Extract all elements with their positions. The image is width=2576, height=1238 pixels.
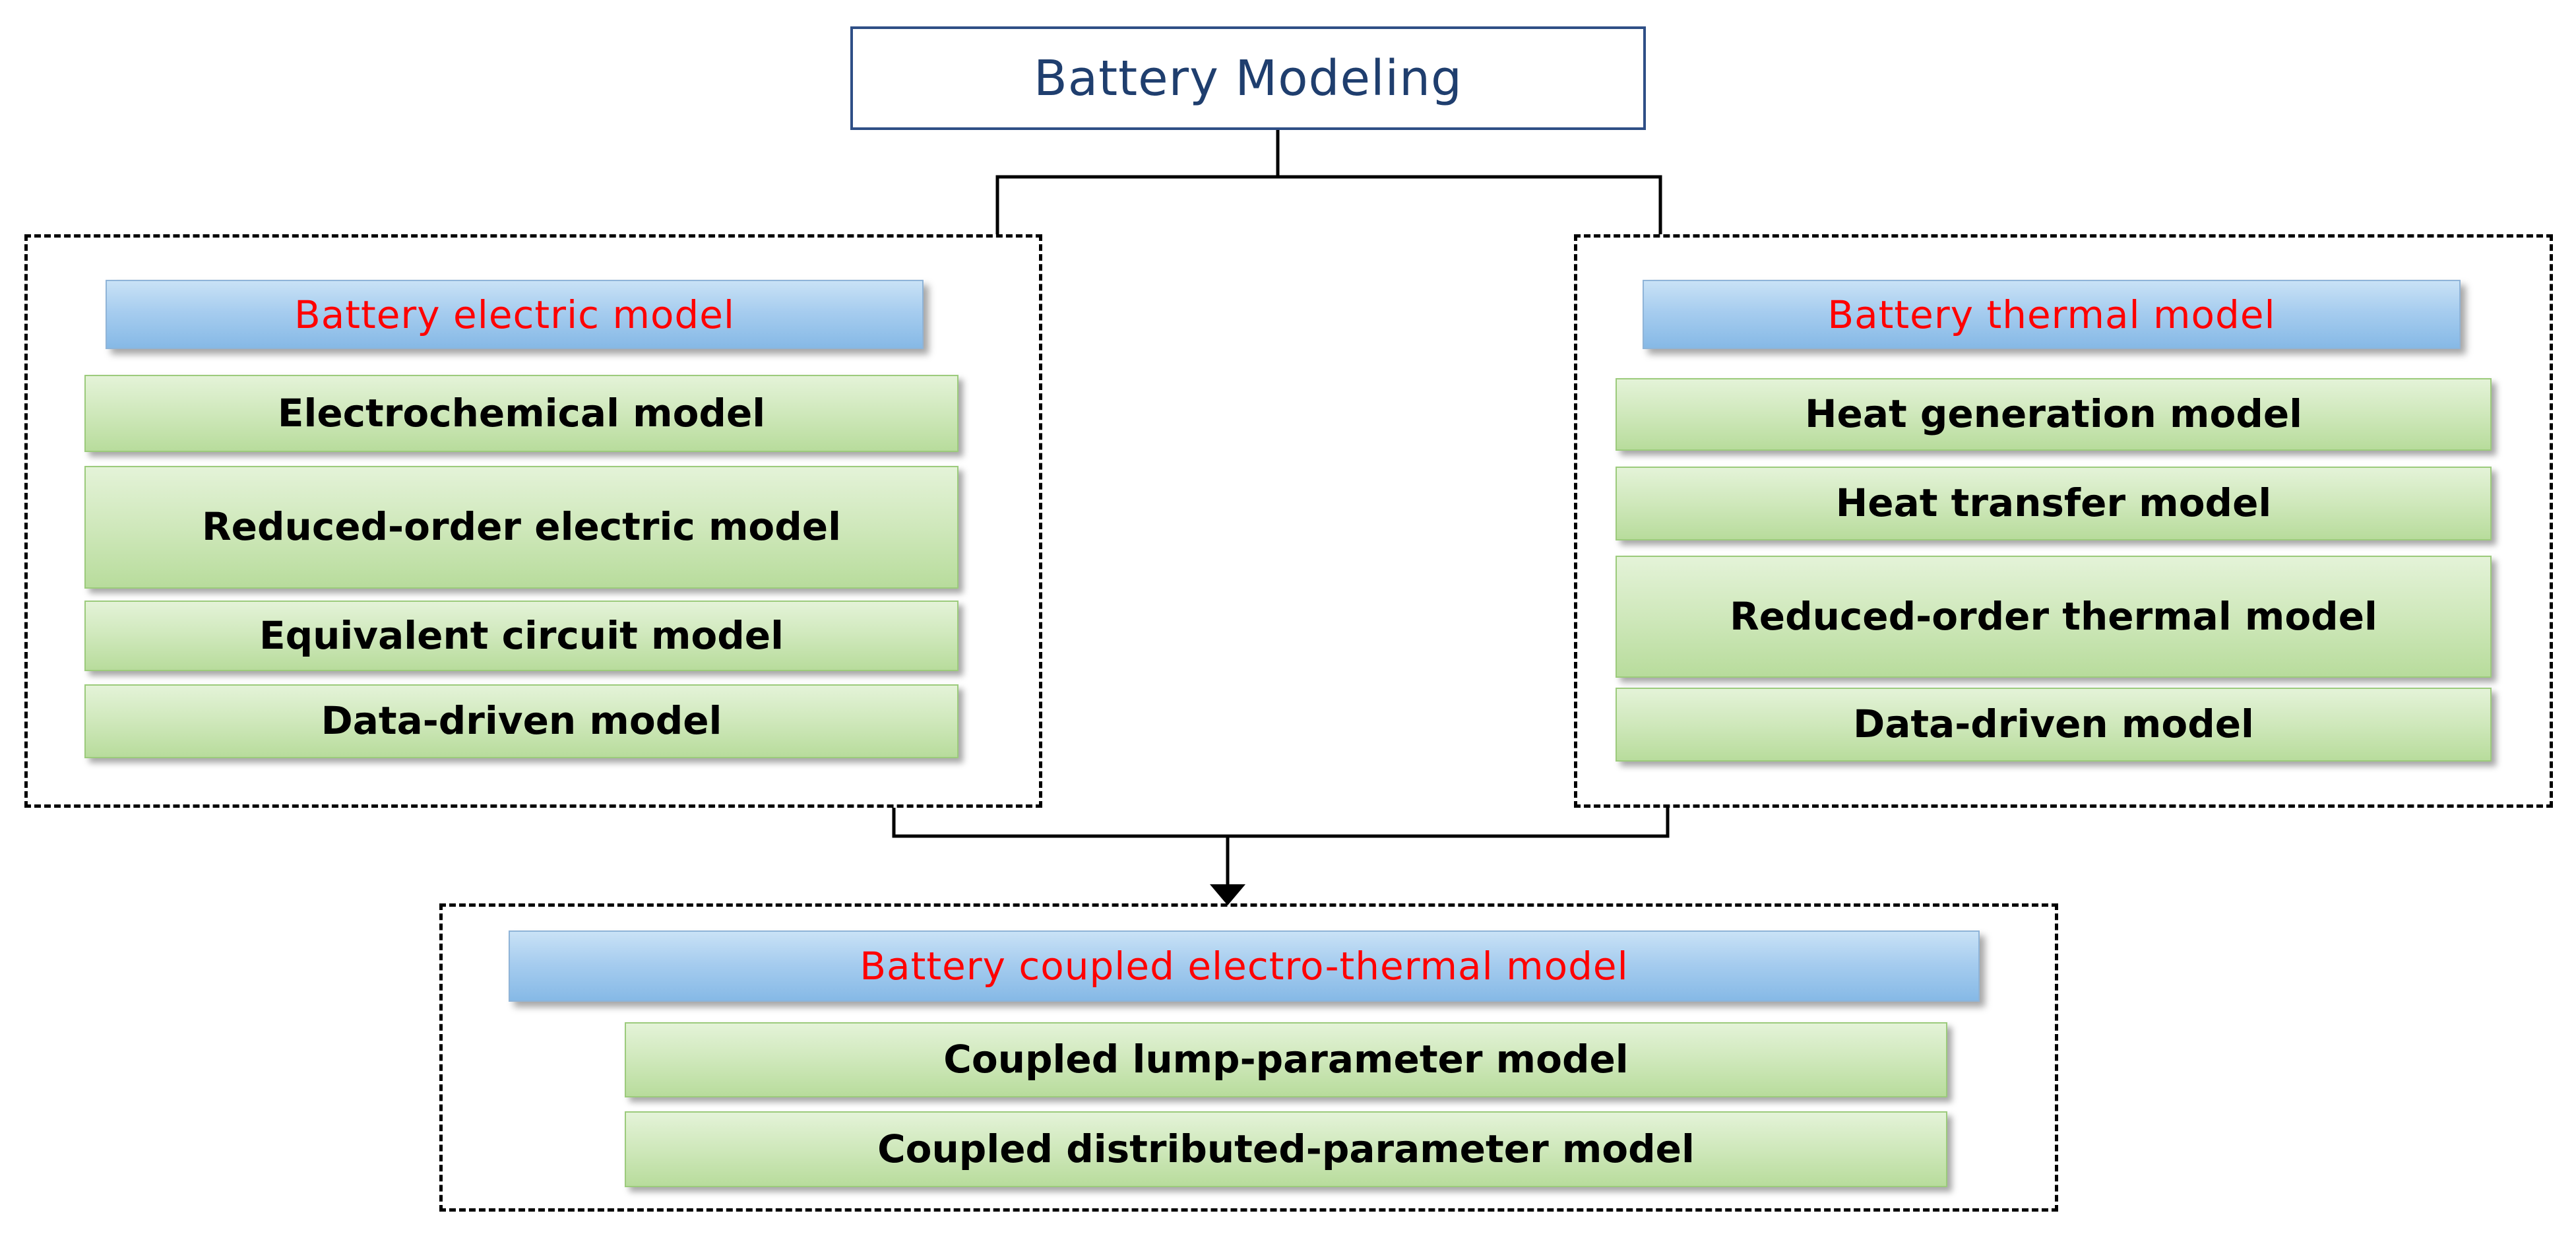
connector-root-to-branches [995,175,1662,234]
battery-modeling-root: Battery Modeling [850,26,1646,130]
electric-item-reduced-order: Reduced-order electric model [84,466,958,589]
electric-item-electrochemical: Electrochemical model [84,375,958,452]
electric-item-data-driven: Data-driven model [84,684,958,758]
electric-model-group [24,234,1042,808]
thermal-item-data-driven: Data-driven model [1616,688,2492,762]
thermal-model-header: Battery thermal model [1643,280,2461,349]
electric-item-equivalent-circuit: Equivalent circuit model [84,601,958,671]
arrowhead-icon [1210,884,1245,905]
thermal-item-heat-generation: Heat generation model [1616,378,2492,451]
thermal-model-group [1574,234,2553,808]
electric-model-header: Battery electric model [106,280,924,349]
coupled-item-distributed-parameter: Coupled distributed-parameter model [625,1111,1947,1187]
thermal-item-heat-transfer: Heat transfer model [1616,467,2492,540]
coupled-model-group [439,903,2058,1212]
thermal-item-reduced-order: Reduced-order thermal model [1616,556,2492,678]
coupled-model-header: Battery coupled electro-thermal model [509,930,1980,1002]
connector-branches-to-coupled [892,808,1670,838]
root-title: Battery Modeling [1033,49,1463,107]
coupled-item-lump-parameter: Coupled lump-parameter model [625,1022,1947,1097]
